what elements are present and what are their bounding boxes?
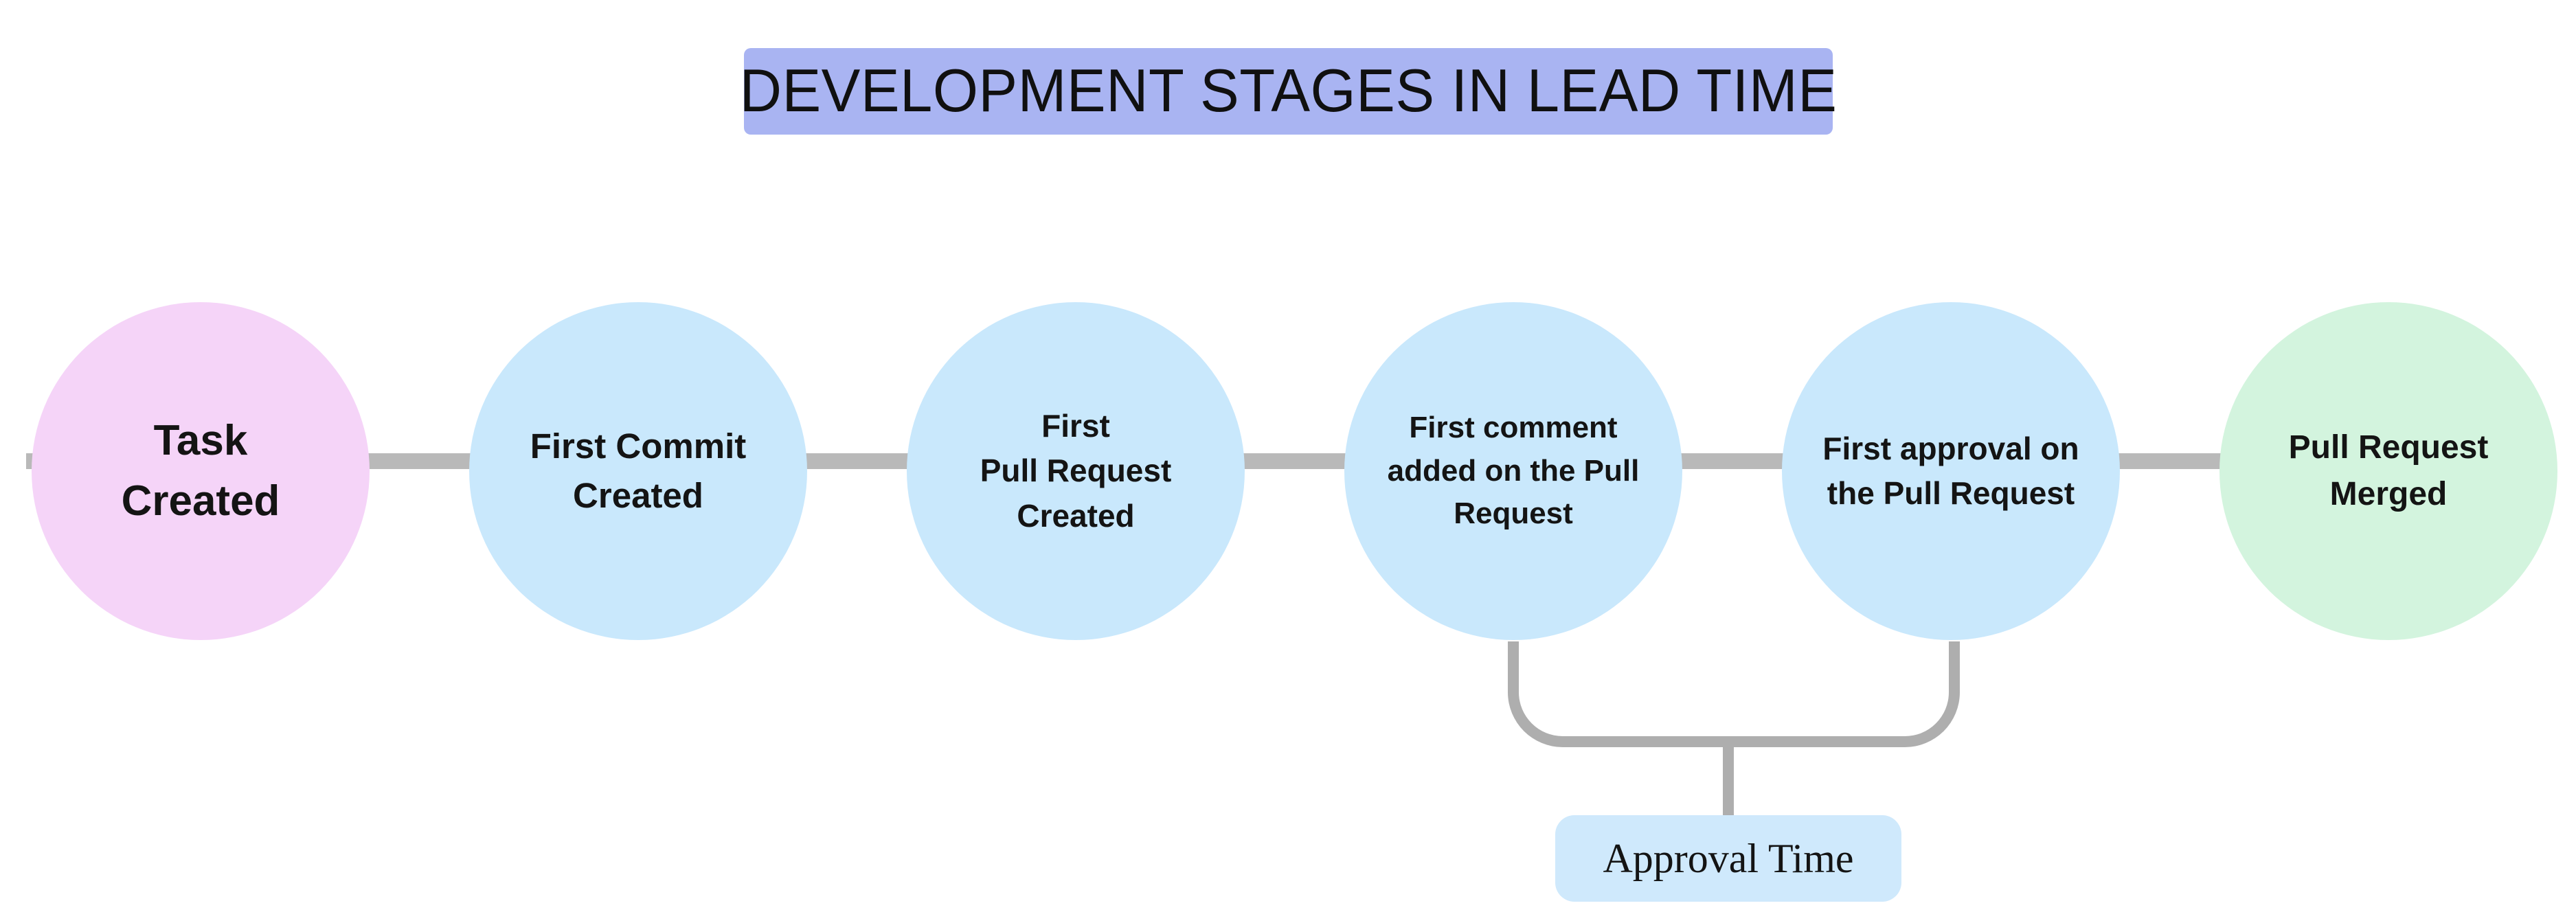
stage-circle-task-created: Task Created xyxy=(32,302,370,640)
stage-circle-first-commit-created: First Commit Created xyxy=(469,302,807,640)
stage-circle-first-pull-request-created: First Pull Request Created xyxy=(907,302,1245,640)
approval-time-label-box: Approval Time xyxy=(1555,815,1901,902)
stage-label: Pull Request Merged xyxy=(2288,429,2489,512)
diagram-title-box: DEVELOPMENT STAGES IN LEAD TIME xyxy=(740,48,1837,135)
stage-circle-pull-request-merged: Pull Request Merged xyxy=(2219,302,2557,640)
stage-label: First approval on the Pull Request xyxy=(1822,430,2079,511)
stage-label: Task Created xyxy=(121,416,280,525)
stage-circle-first-approval: First approval on the Pull Request xyxy=(1782,302,2120,640)
stage-label: First Pull Request Created xyxy=(980,408,1172,534)
approval-time-bracket xyxy=(1508,641,1960,747)
stage-label: First comment added on the Pull Request xyxy=(1387,411,1640,531)
stage-label: First Commit Created xyxy=(530,426,747,515)
approval-time-label: Approval Time xyxy=(1603,835,1854,881)
approval-time-bracket-stem xyxy=(1723,736,1734,816)
diagram-title: DEVELOPMENT STAGES IN LEAD TIME xyxy=(739,57,1838,125)
stage-circle-first-comment-added: First comment added on the Pull Request xyxy=(1344,302,1682,640)
